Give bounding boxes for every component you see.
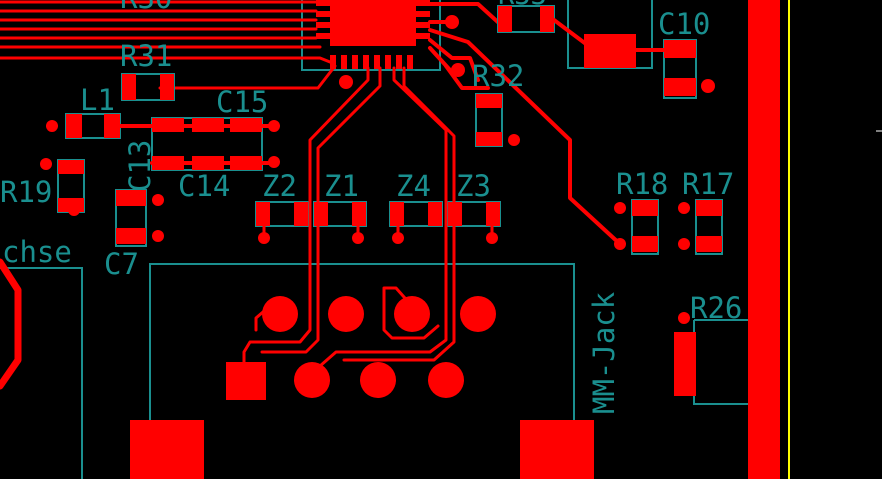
label-r17: R17 (682, 167, 734, 201)
label-z3: Z3 (456, 169, 491, 203)
diode-row[interactable] (255, 201, 501, 244)
right-ic-traces (428, 2, 622, 246)
label-c15: C15 (216, 85, 268, 119)
left-ring-trace (0, 258, 22, 390)
capacitor-c10-region[interactable] (552, 0, 715, 99)
label-c13: C13 (123, 140, 157, 192)
capacitor-c7[interactable] (115, 189, 164, 247)
label-r19: R19 (0, 175, 52, 209)
capacitor-bank[interactable] (118, 117, 280, 171)
resistor-r26[interactable] (674, 312, 748, 405)
label-z2: Z2 (262, 169, 297, 203)
resistor-r33[interactable] (497, 5, 555, 33)
label-r31: R31 (120, 39, 172, 73)
label-mm-jack: MM-Jack (587, 291, 621, 414)
label-l1: L1 (80, 83, 115, 117)
left-footprint-outline (0, 267, 83, 479)
resistor-r19[interactable] (40, 158, 85, 216)
label-z1: Z1 (324, 169, 359, 203)
resistor-r32[interactable] (475, 93, 520, 147)
bus-traces (0, 0, 337, 90)
inductor-l1[interactable] (46, 113, 121, 139)
resistor-r17[interactable] (678, 199, 723, 255)
mm-jack-footprint[interactable] (130, 263, 594, 479)
jack-signal-traces (242, 66, 456, 368)
label-achse: chse (2, 235, 72, 269)
label-r30: R30 (120, 0, 172, 15)
label-c14: C14 (178, 169, 230, 203)
label-r32: R32 (472, 59, 524, 93)
label-c10: C10 (658, 7, 710, 41)
label-z4: Z4 (396, 169, 431, 203)
resistor-r31[interactable] (121, 73, 175, 101)
label-r18: R18 (616, 167, 668, 201)
ground-strip (748, 0, 780, 479)
label-c7: C7 (104, 247, 139, 281)
label-r33: R33 (498, 0, 547, 11)
resistor-r18[interactable] (614, 199, 659, 255)
